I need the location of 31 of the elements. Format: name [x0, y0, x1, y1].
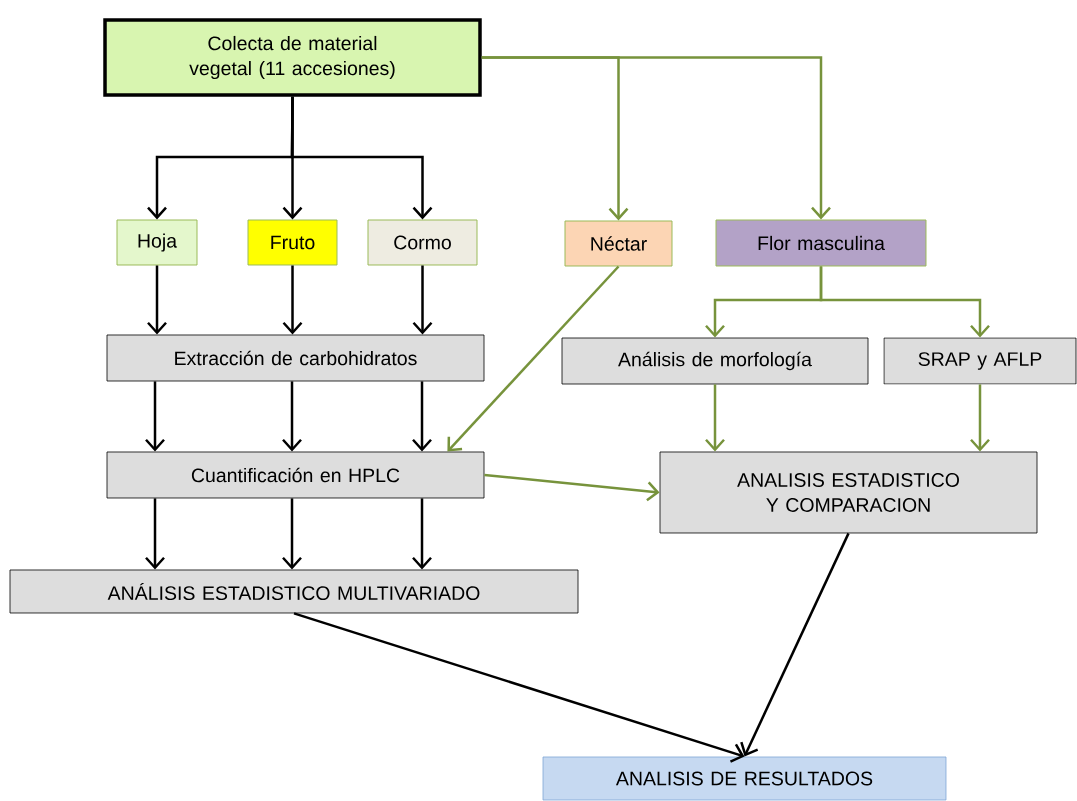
arrow — [290, 96, 433, 220]
arrow — [147, 265, 167, 335]
category-box: Hoja — [116, 219, 198, 266]
arrow — [481, 56, 831, 220]
process-box: Análisis de morfología — [561, 337, 869, 385]
arrow — [705, 384, 725, 452]
arrow — [740, 532, 850, 757]
arrow — [145, 381, 165, 452]
arrow — [484, 473, 660, 502]
arrow — [412, 381, 432, 452]
process-box: SRAP y AFLP — [883, 337, 1077, 385]
arrow — [293, 612, 745, 763]
arrow — [412, 498, 432, 570]
process-box: ANÁLISIS ESTADISTICO MULTIVARIADO — [9, 569, 579, 614]
process-box: Extracción de carbohidratos — [106, 334, 485, 382]
arrow — [819, 266, 990, 338]
category-box: Néctar — [564, 220, 673, 267]
arrow — [412, 265, 433, 335]
category-box: Flor masculina — [715, 219, 927, 267]
arrow — [282, 381, 302, 452]
result-box: ANALISIS DE RESULTADOS — [542, 756, 947, 801]
start-box: Colecta de material vegetal (11 accesiones) — [103, 18, 482, 97]
process-box: Cuantificación en HPLC — [106, 451, 485, 499]
arrow — [282, 498, 302, 570]
arrow — [447, 265, 620, 452]
process-box: ANALISIS ESTADISTICO Y COMPARACION — [659, 451, 1038, 534]
category-box: Cormo — [367, 219, 478, 266]
arrow — [282, 265, 303, 335]
arrow — [970, 384, 990, 452]
category-box: Fruto — [247, 219, 338, 266]
arrow — [145, 498, 165, 570]
